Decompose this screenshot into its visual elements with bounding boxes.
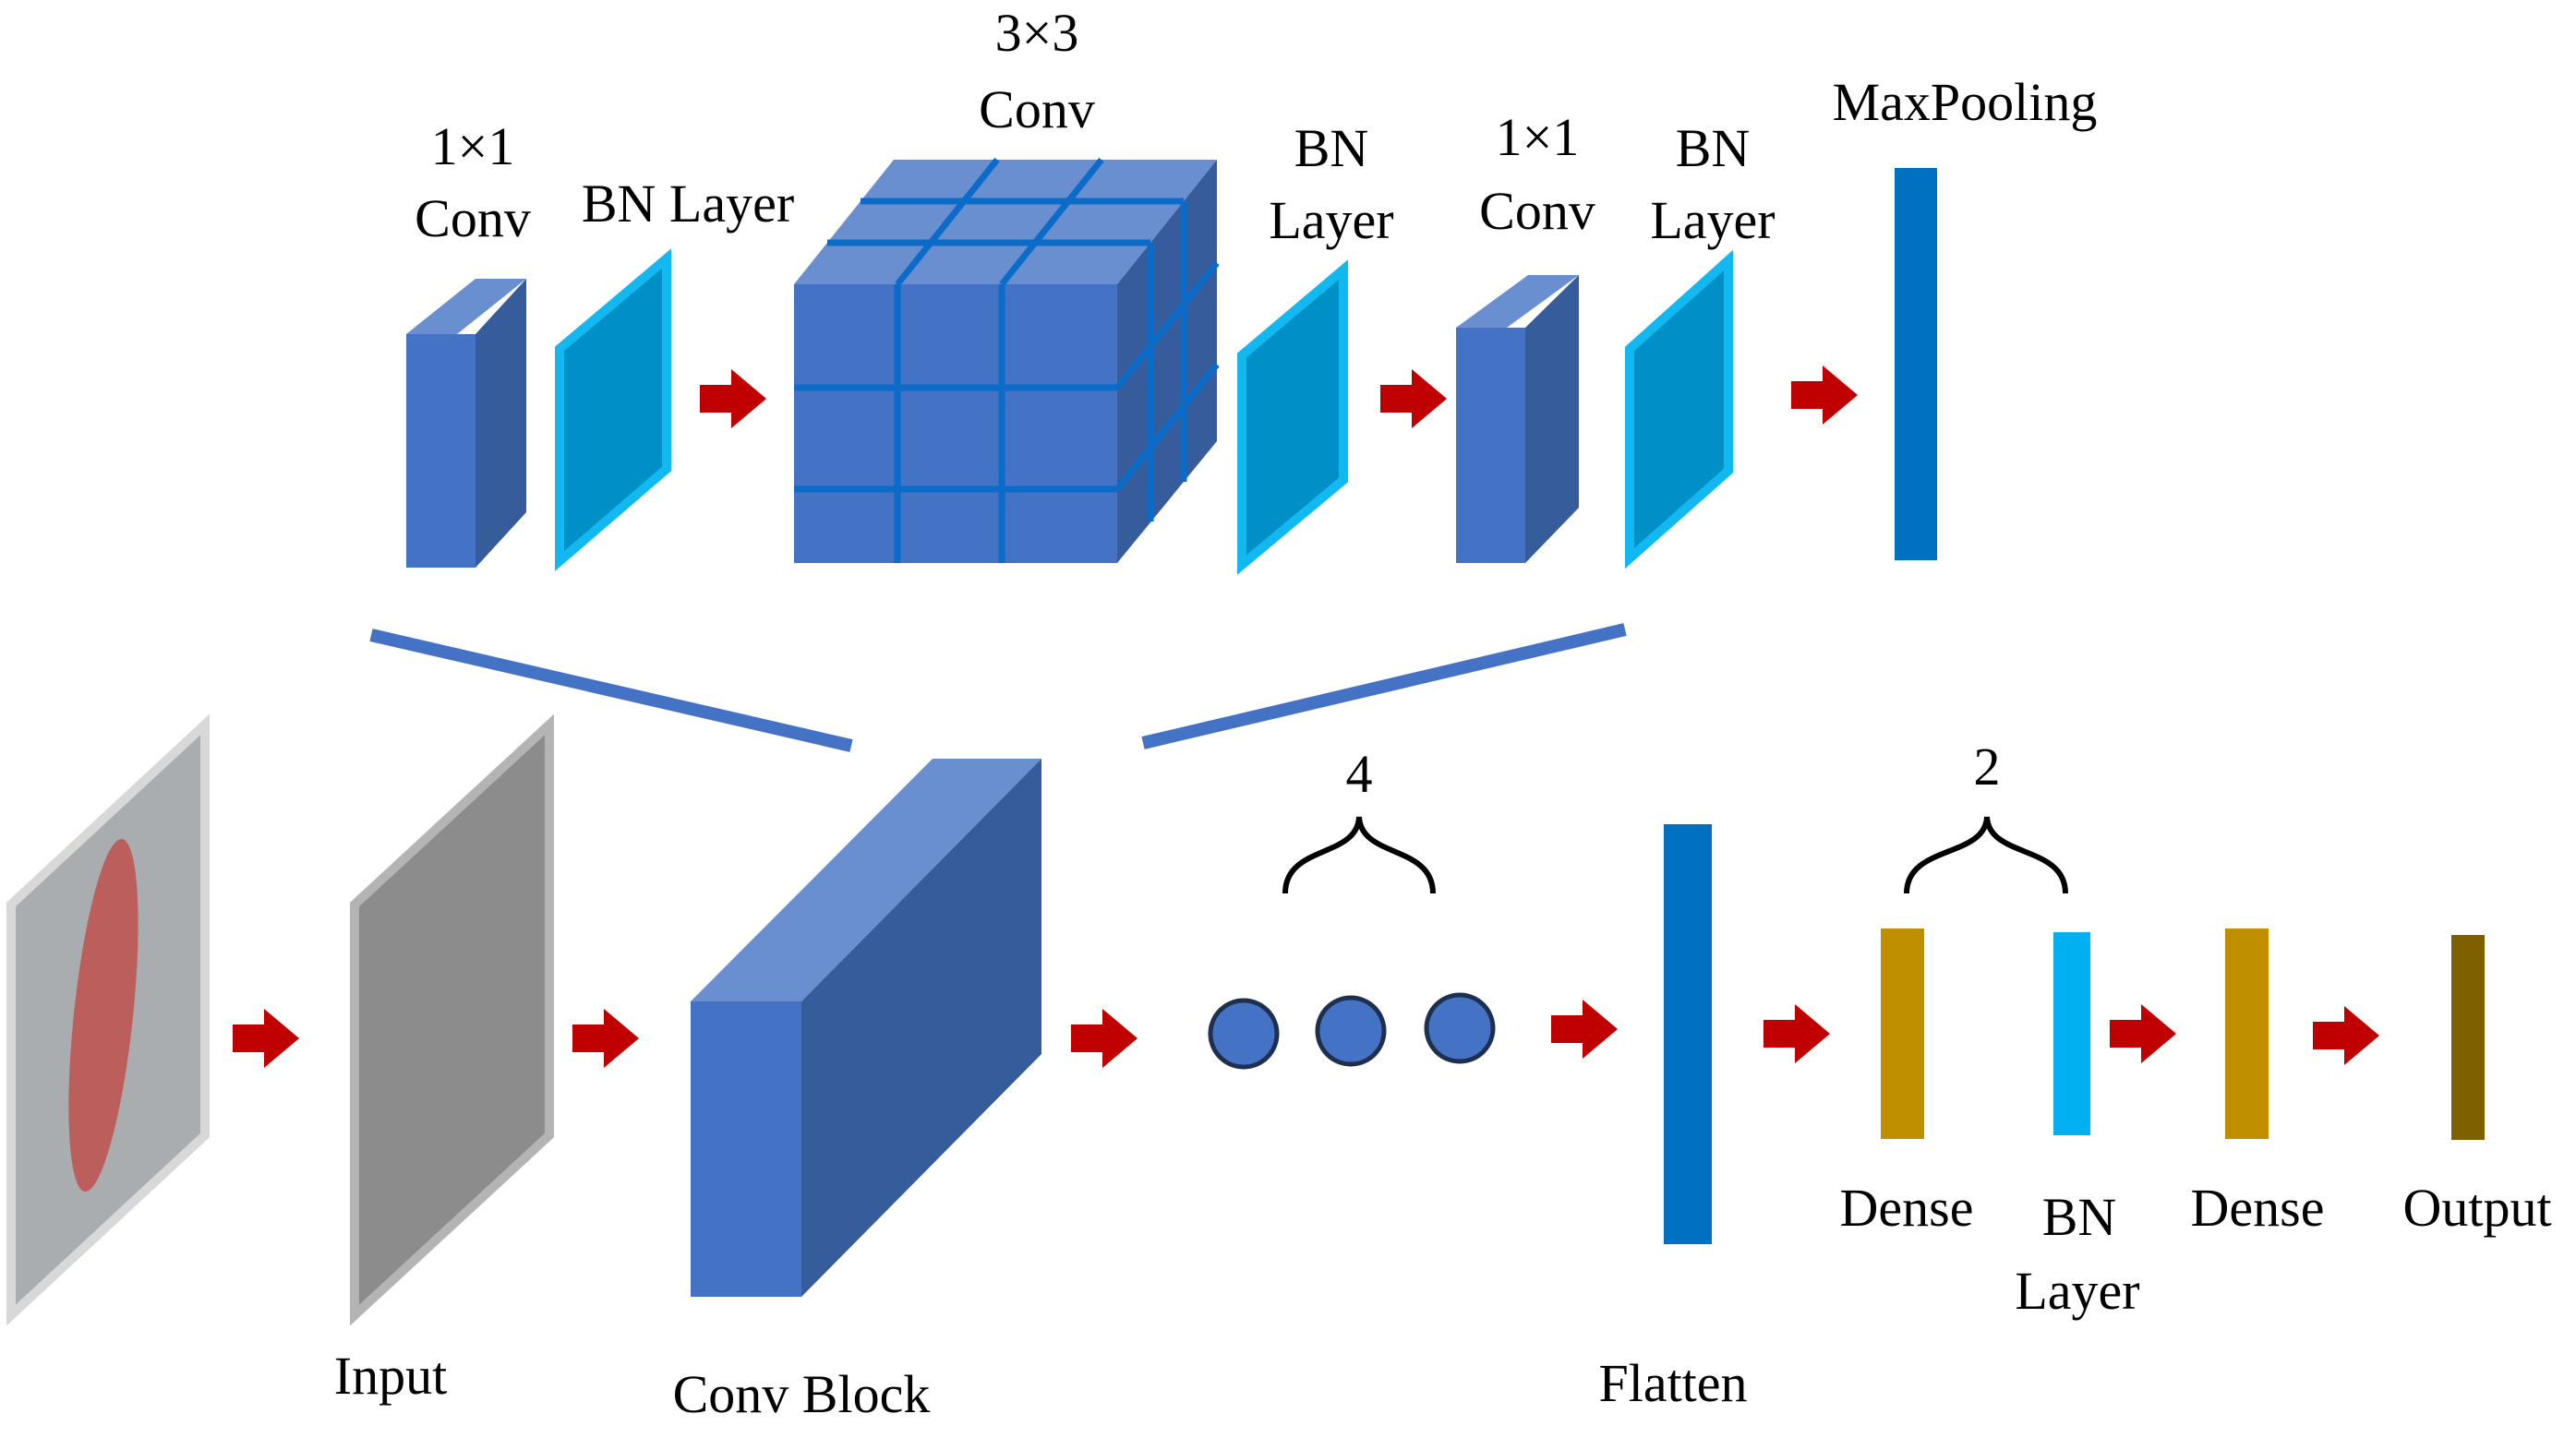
dense-layer-1 — [1881, 929, 1924, 1139]
conv-block-label: Conv Block — [673, 1364, 931, 1424]
conv1x1-top-2-label-line2: Conv — [1479, 181, 1595, 241]
flatten-layer — [1664, 824, 1712, 1244]
conv1x1-layer-top-2 — [1456, 275, 1579, 563]
bn-layer-top-2 — [1237, 259, 1348, 575]
bn-layer-top-1 — [555, 248, 671, 571]
repeat-dot-1 — [1208, 998, 1280, 1070]
arrow-top-1 — [700, 369, 766, 428]
arrow-bottom-7 — [2313, 1006, 2379, 1065]
arrow-bottom-1 — [233, 1009, 299, 1068]
connector-line-left — [369, 629, 853, 752]
repeat-brace-dense — [1904, 816, 2068, 894]
bn-layer-top-1-label: BN Layer — [582, 174, 794, 234]
conv1x1-top-2-label-line1: 1×1 — [1496, 107, 1580, 167]
flatten-label: Flatten — [1598, 1353, 1747, 1413]
output-layer — [2451, 935, 2485, 1140]
maxpooling-layer — [1895, 168, 1937, 560]
bn-layer-top-3 — [1625, 249, 1733, 569]
conv1x1-label-line2: Conv — [415, 188, 531, 248]
input-label: Input — [334, 1346, 447, 1406]
repeat-dot-2 — [1315, 995, 1387, 1067]
ultrasound-image-slice — [6, 713, 210, 1326]
repeat-dot-3 — [1424, 992, 1496, 1064]
conv3x3-cube — [794, 157, 1220, 563]
dense-2-label: Dense — [2191, 1178, 2325, 1238]
bn-layer-top-2-label-line2: Layer — [1269, 190, 1393, 250]
arrow-top-2 — [1380, 369, 1447, 428]
conv3x3-label-line1: 3×3 — [995, 3, 1079, 63]
bn-layer-bottom — [2053, 932, 2090, 1135]
arrow-bottom-5 — [1763, 1004, 1830, 1063]
conv3x3-label-line2: Conv — [979, 79, 1095, 139]
arrow-bottom-4 — [1551, 1000, 1618, 1059]
bn-layer-top-3-label-line1: BN — [1676, 118, 1751, 178]
lesion-region — [68, 839, 138, 1192]
arrow-bottom-2 — [572, 1009, 639, 1068]
output-label: Output — [2402, 1178, 2551, 1238]
conv1x1-label-line1: 1×1 — [431, 116, 515, 176]
conv1x1-layer-top — [406, 279, 526, 568]
bn-layer-top-3-label-line2: Layer — [1650, 190, 1775, 250]
bn-bottom-label-line1: BN — [2042, 1187, 2117, 1247]
dense-1-label: Dense — [1840, 1178, 1974, 1238]
dense-layer-2 — [2225, 929, 2269, 1139]
arrow-top-3 — [1791, 365, 1858, 425]
bn-layer-top-2-label-line1: BN — [1294, 118, 1369, 178]
input-plate — [350, 713, 554, 1326]
arrow-bottom-3 — [1071, 1009, 1138, 1068]
maxpooling-label: MaxPooling — [1833, 72, 2098, 132]
repeat-count-conv: 4 — [1346, 744, 1373, 804]
repeat-brace-conv — [1282, 816, 1436, 894]
arrow-bottom-6 — [2110, 1004, 2176, 1063]
connector-line-right — [1141, 623, 1627, 749]
bn-bottom-label-line2: Layer — [2015, 1261, 2139, 1321]
conv-block — [691, 759, 1041, 1297]
repeat-count-dense: 2 — [1974, 737, 2001, 797]
